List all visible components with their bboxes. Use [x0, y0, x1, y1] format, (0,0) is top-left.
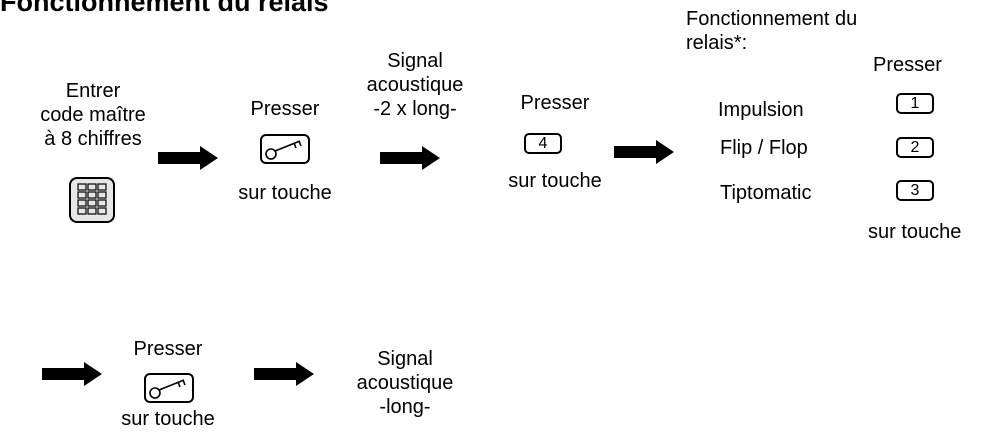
mode-flip-flop: Flip / Flop [720, 137, 808, 159]
step2-bottom: sur touche [238, 182, 332, 204]
step2-top: Presser [250, 98, 320, 120]
relay-heading-line-2: relais*: [686, 32, 748, 54]
relay-heading-line-1: Fonctionnement du [686, 8, 858, 30]
key-2-button: 2 [896, 137, 934, 158]
arrow-right-icon [380, 146, 440, 170]
key-4-button: 4 [524, 133, 562, 154]
step3-line-3: -2 x long- [373, 98, 457, 120]
key-1-button: 1 [896, 93, 934, 114]
step4-bottom: sur touche [508, 170, 602, 192]
mode-impulsion: Impulsion [718, 99, 804, 121]
page-title: Fonctionnement du relais [0, 0, 329, 17]
step1-line-2: code maître [40, 104, 146, 126]
keypad-icon [69, 177, 115, 223]
step1-line-1: Entrer [65, 80, 121, 102]
step5-bottom: sur touche [121, 408, 215, 430]
arrow-right-icon [42, 362, 102, 386]
step1-line-3: à 8 chiffres [44, 128, 142, 150]
arrow-right-icon [158, 146, 218, 170]
key-3-button: 3 [896, 180, 934, 201]
key-icon [144, 373, 194, 403]
relay-bottom: sur touche [868, 221, 962, 243]
step5-top: Presser [133, 338, 203, 360]
relay-press-label: Presser [873, 54, 942, 76]
arrow-right-icon [614, 140, 674, 164]
step6-line-1: Signal [377, 348, 433, 370]
step4-top: Presser [520, 92, 590, 114]
arrow-right-icon [254, 362, 314, 386]
mode-tiptomatic: Tiptomatic [720, 182, 812, 204]
key-icon [260, 134, 310, 164]
step3-line-2: acoustique [366, 74, 464, 96]
step6-line-3: -long- [379, 396, 431, 418]
step6-line-2: acoustique [356, 372, 454, 394]
step3-line-1: Signal [387, 50, 443, 72]
